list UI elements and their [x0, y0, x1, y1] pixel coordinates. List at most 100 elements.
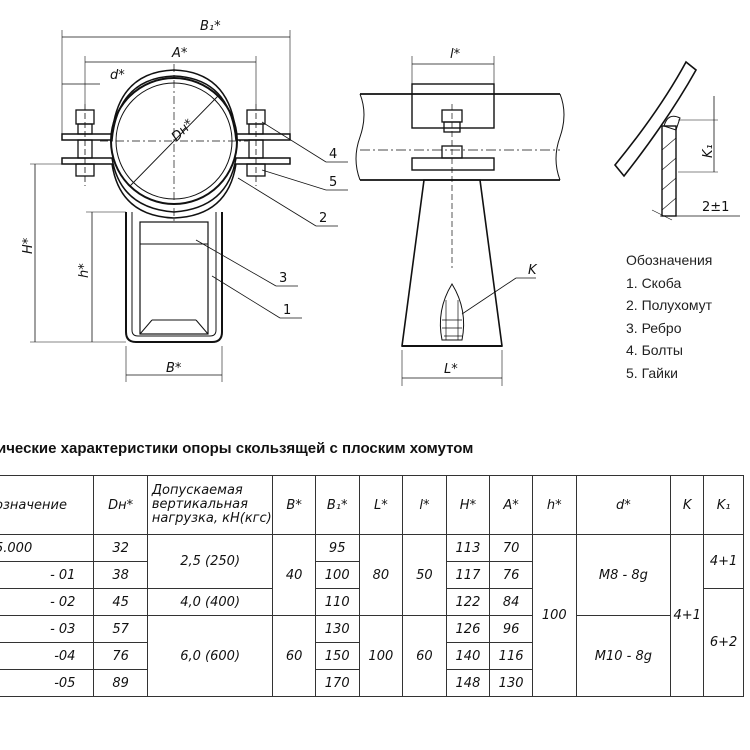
cell-l: 60: [402, 615, 447, 697]
legend-item: 3. Ребро: [626, 319, 682, 336]
cell-b1: 150: [314, 642, 360, 670]
cell-H: 140: [445, 642, 491, 670]
cell-load: 4,0 (400): [146, 588, 274, 616]
table-row: - 02 45 4,0 (400) 110 122 84 6+2: [0, 588, 744, 697]
legend-item: 5. Гайки: [626, 364, 678, 381]
th-load: Допускаемая вертикальная нагрузка, кН(кг…: [146, 475, 274, 535]
half-clamp-upper: [61, 69, 291, 141]
legend-item: 4. Болты: [626, 342, 683, 358]
cell-b1: 95: [314, 534, 360, 562]
th-l: l*: [402, 475, 447, 535]
cell-k1: 6+2: [703, 588, 744, 697]
th-b1: B₁*: [314, 475, 360, 535]
table-row: -05 89 170 148 130: [0, 669, 744, 697]
cell-k: 4+1: [670, 534, 705, 697]
cell-A: 96: [489, 615, 533, 643]
cell-load: 6,0 (600): [146, 615, 274, 697]
cell-k1: 4+1: [703, 534, 744, 589]
front-view: [30, 30, 348, 382]
table-row: -04 76 150 140 116: [0, 642, 744, 670]
bracket: [125, 212, 223, 343]
cell-dn: 57: [93, 615, 148, 643]
cell-designation: - 01: [0, 561, 95, 589]
cell-designation: - 02: [0, 588, 95, 616]
cell-A: 70: [489, 534, 533, 562]
cell-H: 113: [445, 534, 491, 562]
callout-2: 2: [319, 211, 327, 226]
cell-b1: 130: [314, 615, 360, 643]
table-header-row: означение Dн* Допускаемая вертикальная н…: [0, 475, 744, 535]
cell-h: 100: [531, 534, 577, 697]
table-row: - 03 57 6,0 (600) 60 130 100 60 126 96 M…: [0, 615, 744, 697]
callout-4: 4: [329, 147, 337, 162]
half-clamp-lower: [61, 157, 291, 219]
th-d: d*: [575, 475, 672, 535]
cell-H: 117: [445, 561, 491, 589]
cell-H: 122: [445, 588, 491, 616]
label-k: K: [528, 263, 538, 278]
cell-d: M10 - 8g: [575, 615, 672, 697]
label-dn: Dн*: [169, 116, 198, 145]
cell-dn: 32: [93, 534, 148, 562]
cell-designation: -04: [0, 642, 95, 670]
cell-dn: 38: [93, 561, 148, 589]
th-L: L*: [358, 475, 404, 535]
bolt-right: [246, 104, 266, 186]
cell-b: 40: [272, 534, 316, 616]
table-title-bar: ические характеристики опоры скользящей …: [0, 440, 750, 464]
weld-detail: [613, 60, 740, 221]
label-l-big: L*: [444, 362, 458, 377]
label-d: d*: [110, 68, 125, 83]
th-designation: означение: [0, 475, 95, 535]
cell-dn: 89: [93, 669, 148, 697]
label-b: B*: [166, 361, 182, 376]
cell-d: M8 - 8g: [575, 534, 672, 616]
label-k1: K₁: [701, 144, 716, 158]
th-b: B*: [272, 475, 316, 535]
th-k1: K₁: [703, 475, 744, 535]
cell-designation: 5.000: [0, 534, 95, 562]
th-k: K: [670, 475, 705, 535]
bolt-left: [75, 104, 95, 186]
rib: [139, 221, 209, 335]
cell-b1: 110: [314, 588, 360, 616]
cell-A: 130: [489, 669, 533, 697]
legend: Обозначения 1. Скоба 2. Полухомут 3. Реб…: [626, 249, 750, 384]
cell-L: 100: [358, 615, 404, 697]
label-l-small: l*: [450, 47, 461, 62]
cell-A: 84: [489, 588, 533, 616]
cell-dn: 45: [93, 588, 148, 616]
label-gap: 2±1: [702, 200, 729, 215]
label-b1: B₁*: [200, 19, 221, 34]
th-A: A*: [489, 475, 533, 535]
th-h: h*: [531, 475, 577, 535]
cell-H: 148: [445, 669, 491, 697]
cell-A: 116: [489, 642, 533, 670]
callout-3: 3: [279, 271, 287, 286]
cell-A: 76: [489, 561, 533, 589]
th-dn: Dн*: [93, 475, 148, 535]
cell-designation: -05: [0, 669, 95, 697]
table-title: ические характеристики опоры скользящей …: [0, 440, 474, 457]
legend-item: 2. Полухомут: [626, 297, 713, 313]
cell-l: 50: [402, 534, 447, 616]
cell-load: 2,5 (250): [146, 534, 274, 589]
label-a: A*: [171, 46, 188, 61]
label-h: h*: [77, 263, 92, 278]
label-h-total: H*: [21, 237, 36, 254]
specs-table: означение Dн* Допускаемая вертикальная н…: [0, 475, 744, 697]
cell-L: 80: [358, 534, 404, 616]
th-H: H*: [445, 475, 491, 535]
cell-dn: 76: [93, 642, 148, 670]
side-view: [355, 56, 565, 386]
callout-5: 5: [329, 175, 337, 190]
legend-title: Обозначения: [626, 252, 713, 268]
callout-1: 1: [283, 303, 291, 318]
table-row: 5.000 32 2,5 (250) 40 95 80 50 113 70 10…: [0, 534, 744, 697]
cell-b: 60: [272, 615, 316, 697]
legend-item: 1. Скоба: [626, 274, 682, 291]
cell-designation: - 03: [0, 615, 95, 643]
cell-b1: 100: [314, 561, 360, 589]
cell-b1: 170: [314, 669, 360, 697]
